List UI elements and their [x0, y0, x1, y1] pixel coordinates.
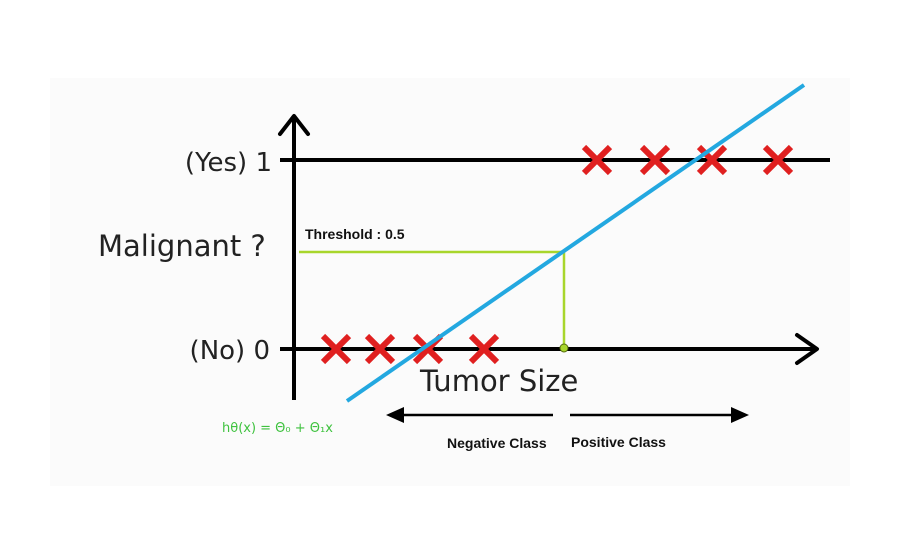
- x-marker-6: [639, 144, 671, 176]
- x-marker-5: [581, 144, 613, 176]
- x-marker-4: [468, 333, 500, 365]
- y-axis-arrowhead: [278, 114, 310, 136]
- hypothesis-formula: hθ(x) = Θ₀ + Θ₁x: [222, 421, 333, 436]
- threshold-label: Threshold : 0.5: [305, 226, 405, 242]
- x-axis-title: Tumor Size: [419, 364, 578, 398]
- threshold-point: [559, 343, 569, 353]
- y-tick-no: (No) 0: [190, 336, 270, 366]
- x-marker-1: [320, 333, 352, 365]
- hypothesis-line: [345, 83, 806, 403]
- x-axis-arrowhead: [795, 333, 819, 365]
- y-axis-title: Malignant ?: [98, 229, 266, 263]
- positive-class-label: Positive Class: [571, 434, 666, 450]
- data-markers: [320, 144, 794, 365]
- positive-class-arrowhead: [731, 407, 749, 423]
- negative-class-arrowhead: [386, 407, 404, 423]
- y-tick-yes: (Yes) 1: [185, 148, 272, 178]
- x-marker-8: [762, 144, 794, 176]
- negative-class-label: Negative Class: [447, 435, 547, 451]
- x-marker-7: [696, 144, 728, 176]
- x-marker-2: [364, 333, 396, 365]
